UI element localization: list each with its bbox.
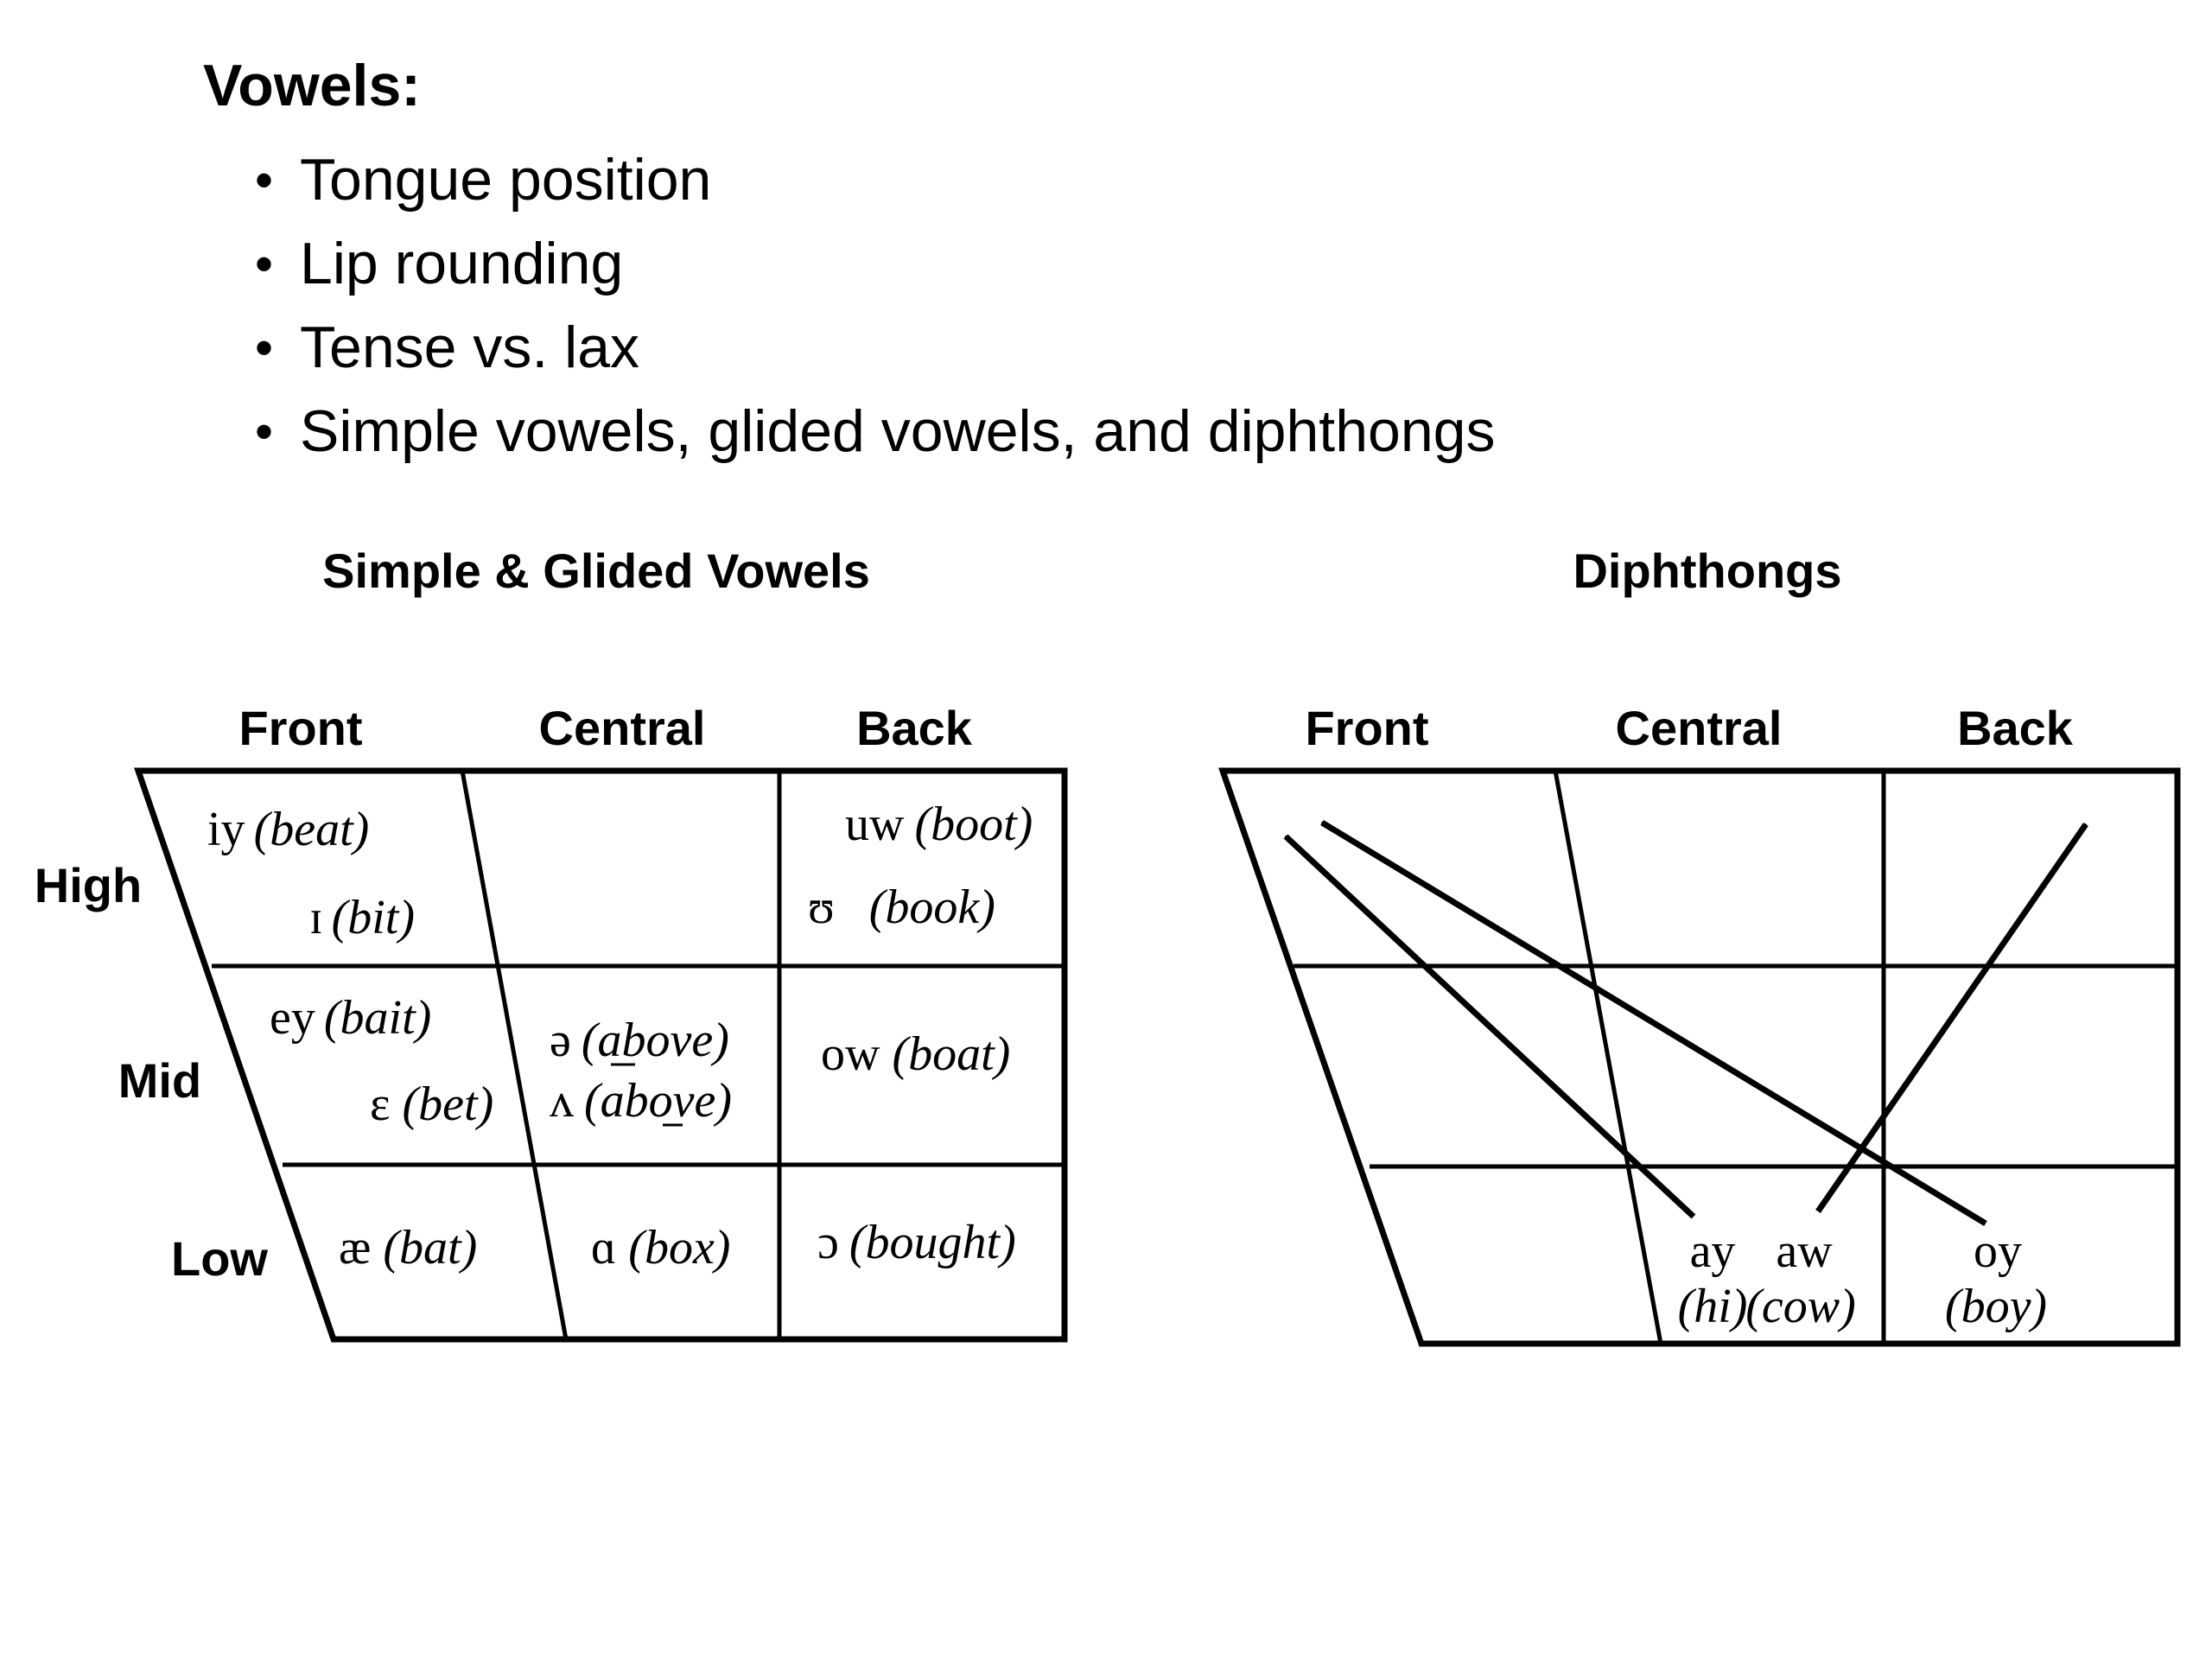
arrow-oy	[1322, 820, 1987, 1226]
row-label-high: High	[35, 858, 142, 912]
diphthong-arrows	[1283, 820, 2088, 1226]
bullet-item: Lip rounding	[255, 222, 1495, 306]
vowel-wedge: ʌ(above)	[550, 1074, 732, 1128]
bullet-item: Simple vowels, glided vowels, and diphth…	[255, 390, 1495, 474]
left-chart-title: Simple & Glided Vowels	[322, 543, 870, 598]
vowel-ow: ow(boat)	[821, 1027, 1010, 1081]
left-col-header-front: Front	[238, 701, 362, 755]
right-col-header-front: Front	[1305, 701, 1428, 755]
left-col-header-central: Central	[539, 701, 706, 755]
simple-glided-vowels-chart: Simple & Glided Vowels Front Central Bac…	[35, 543, 1068, 1343]
arrow-aw	[1815, 823, 2088, 1213]
diphthong-oy-example: (boy)	[1945, 1280, 2047, 1333]
diphthong-oy: oy	[1974, 1224, 2022, 1278]
bullet-item: Tongue position	[255, 138, 1495, 222]
arrow-ay	[1283, 834, 1696, 1219]
diphthong-aw: aw	[1776, 1224, 1833, 1278]
right-col-header-back: Back	[1957, 701, 2074, 755]
vowel-open-o: ɔ(bought)	[817, 1216, 1016, 1269]
vowel-epsilon: ɛ(bet)	[370, 1077, 493, 1131]
row-label-low: Low	[171, 1231, 268, 1286]
vowel-script-a: ɑ(box)	[591, 1221, 730, 1274]
vowel-ey: ey(bait)	[270, 991, 431, 1045]
diphthong-ay: ay	[1690, 1224, 1736, 1278]
vowel-lax-u: ʊ(book)	[808, 880, 995, 934]
vowel-schwa: ə(above)	[550, 1014, 729, 1067]
bullet-list: Tongue position Lip rounding Tense vs. l…	[255, 138, 1495, 474]
left-col-header-back: Back	[856, 701, 973, 755]
right-chart-title: Diphthongs	[1573, 543, 1841, 598]
diphthongs-chart: Diphthongs Front Central Back ay (hi) aw…	[1218, 543, 2181, 1347]
bullet-item: Tense vs. lax	[255, 306, 1495, 390]
left-chart-grid	[134, 767, 1068, 1343]
right-col-header-central: Central	[1616, 701, 1783, 755]
diphthong-ay-example: (hi)	[1678, 1280, 1748, 1333]
vowel-iy: iy(beat)	[207, 803, 369, 856]
vowel-uw: uw(boot)	[845, 798, 1033, 851]
vowel-ae: æ(bat)	[339, 1221, 477, 1274]
row-label-mid: Mid	[118, 1053, 201, 1108]
slide-title: Vowels:	[203, 53, 421, 118]
diphthong-aw-example: (cow)	[1745, 1280, 1856, 1333]
right-chart-grid	[1218, 767, 2181, 1347]
vowel-lax-i: ɪ(bit)	[309, 891, 415, 944]
